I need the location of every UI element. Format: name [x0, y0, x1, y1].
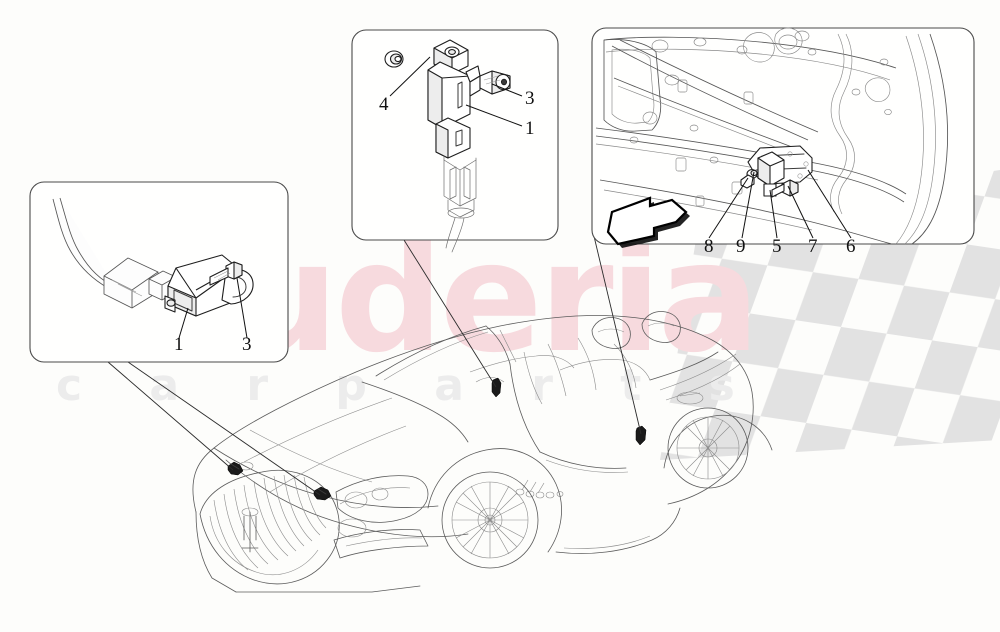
- callout-label-9: 9: [736, 236, 746, 257]
- mounting-bolt-part-3: [195, 261, 243, 291]
- nut-part-9: [740, 174, 755, 189]
- panel-center-callouts: 4 3 1: [379, 56, 535, 139]
- mount-windscreen-sensor: [491, 377, 502, 398]
- watermark-carparts: c a r p a r t s: [56, 360, 761, 411]
- trident-badge: [241, 507, 259, 553]
- leader-line-3: [403, 239, 497, 388]
- connector-cable: [443, 155, 477, 253]
- callout-label-8: 8: [704, 236, 714, 257]
- rear-wheel-spokes: [677, 417, 739, 479]
- bolt-part-3: [479, 70, 511, 95]
- leader-lines: [107, 231, 642, 496]
- callout-label-6: 6: [846, 236, 856, 257]
- mount-front-left-sensor: [227, 461, 244, 476]
- front-grille: [199, 469, 340, 585]
- callout-label-3: 3: [242, 334, 252, 355]
- mount-front-center-sensor: [313, 486, 332, 501]
- panel-right-callouts: 8 9 5 7 6: [704, 169, 856, 257]
- callout-label-3b: 3: [525, 88, 535, 109]
- wiring-harness: [52, 197, 177, 309]
- callout-label-1b: 1: [525, 118, 535, 139]
- detail-panel-left[interactable]: 1 3: [29, 181, 289, 363]
- nut-part-4: [384, 50, 404, 68]
- panel-left-frame: [29, 181, 289, 363]
- forward-direction-arrow: [606, 196, 690, 248]
- callout-label-5: 5: [772, 236, 782, 257]
- panel-right-frame: [591, 27, 975, 245]
- side-vent: [515, 479, 564, 499]
- detail-panel-right[interactable]: 8 9 5 7 6: [591, 27, 975, 257]
- sensor-assembly-part-1: [427, 39, 481, 159]
- leader-line-4: [592, 231, 642, 435]
- headlight: [335, 475, 429, 523]
- panel-left-callouts: 1 3: [174, 277, 252, 355]
- callout-label-4: 4: [379, 94, 389, 115]
- leader-line-1: [107, 361, 234, 471]
- detail-panel-center[interactable]: 4 3 1: [351, 29, 559, 253]
- callout-label-1: 1: [174, 334, 184, 355]
- vehicle-mount-markers: [227, 377, 647, 501]
- sensor-bracket-assembly: [740, 145, 813, 198]
- mount-door-sensor: [635, 425, 647, 446]
- bolt-part-7: [771, 179, 799, 198]
- leader-line-2: [127, 361, 321, 496]
- front-wheel-spokes: [452, 482, 528, 558]
- callout-label-7: 7: [808, 236, 818, 257]
